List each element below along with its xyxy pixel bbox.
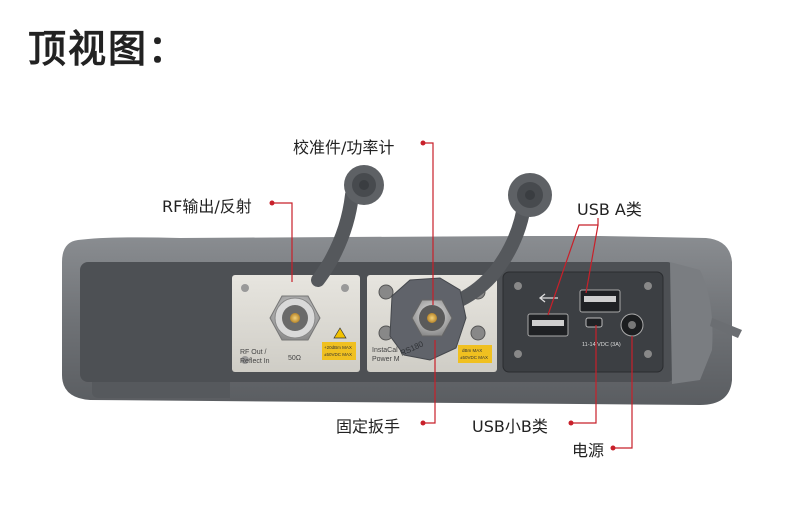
callout-rf-out-label: RF输出/反射 bbox=[162, 197, 252, 216]
power-jack[interactable] bbox=[620, 313, 644, 337]
rf-port-label-2: Reflect In bbox=[240, 358, 270, 365]
callout-wrench-label: 固定扳手 bbox=[336, 417, 401, 436]
rf-out-connector[interactable] bbox=[269, 295, 321, 341]
callout-power-label: 电源 bbox=[572, 441, 605, 460]
usb-a-port-1[interactable] bbox=[579, 289, 621, 313]
callout-dots bbox=[269, 140, 616, 451]
usb-power-panel: 11-14 VDC (3A) bbox=[502, 271, 664, 373]
rf-port-label-1: RF Out / bbox=[240, 349, 267, 356]
callout-usb-a-label: USB A类 bbox=[577, 200, 642, 219]
rf-warning-2: ±50VDC MAX bbox=[324, 352, 352, 357]
rf-out-dust-cap[interactable] bbox=[311, 165, 384, 287]
instacal-label-2: Power M bbox=[372, 356, 400, 363]
rf-impedance-label: 50Ω bbox=[288, 355, 301, 362]
callout-calibration-label: 校准件/功率计 bbox=[293, 138, 395, 157]
usb-a-port-2[interactable] bbox=[527, 313, 569, 337]
callout-lines bbox=[272, 142, 633, 449]
rf-warning-1: +20dBm MAX bbox=[324, 345, 352, 350]
usb-icon bbox=[538, 293, 558, 303]
callout-usb-mini-b-label: USB小B类 bbox=[472, 417, 548, 436]
instacal-label-1: InstaCal bbox=[372, 347, 398, 354]
fixed-wrench[interactable]: RS180 bbox=[389, 277, 467, 361]
instacal-warning-1: dBm MAX bbox=[462, 348, 482, 353]
usb-mini-b-port[interactable] bbox=[585, 317, 603, 328]
power-rating-label: 11-14 VDC (3A) bbox=[582, 342, 621, 348]
rf-out-panel: RF Out / Reflect In 50Ω +20dBm MAX ±50VD… bbox=[232, 275, 360, 372]
instacal-dust-cap[interactable] bbox=[453, 173, 552, 307]
instacal-warning-2: ±50VDC MAX bbox=[460, 355, 488, 360]
page-title: 顶视图： bbox=[28, 27, 189, 71]
